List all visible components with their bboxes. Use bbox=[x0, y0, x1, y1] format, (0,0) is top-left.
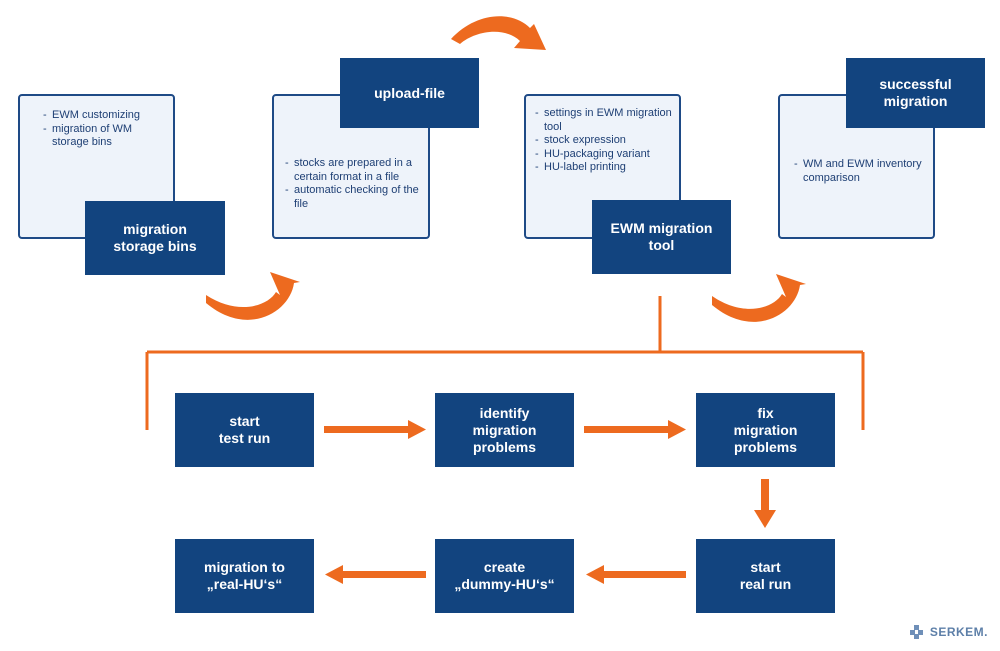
step-fix-problems: fix migration problems bbox=[696, 393, 835, 467]
process-bracket bbox=[145, 296, 865, 430]
step-identify-problems: identify migration problems bbox=[435, 393, 574, 467]
phase-notes-upload-file: stocks are prepared in a certain format … bbox=[285, 157, 425, 211]
note-item: automatic checking of the file bbox=[285, 184, 425, 211]
step-migration-real-hus: migration to „real-HU‘s“ bbox=[175, 539, 314, 613]
note-item: stock expression bbox=[535, 134, 677, 148]
note-item: HU-label printing bbox=[535, 161, 677, 175]
step-start-test-run: start test run bbox=[175, 393, 314, 467]
logo-icon bbox=[909, 625, 923, 639]
phase-title-upload-file: upload-file bbox=[340, 58, 479, 128]
phase-notes-storage-bins: EWM customizing migration of WM storage … bbox=[43, 109, 171, 150]
note-item: EWM customizing bbox=[43, 109, 171, 123]
curved-arrow-2 bbox=[451, 16, 546, 50]
serkem-logo: SERKEM. bbox=[909, 625, 988, 639]
arrow-identify-to-fix bbox=[584, 420, 686, 439]
arrow-test-to-identify bbox=[324, 420, 426, 439]
note-item: HU-packaging variant bbox=[535, 148, 677, 162]
note-item: migration of WM storage bins bbox=[43, 123, 171, 150]
phase-notes-successful: WM and EWM inventory comparison bbox=[794, 158, 932, 185]
note-item: settings in EWM migration tool bbox=[535, 107, 677, 134]
arrow-real-to-dummy bbox=[586, 565, 686, 584]
phase-title-successful: successful migration bbox=[846, 58, 985, 128]
note-item: WM and EWM inventory comparison bbox=[794, 158, 932, 185]
step-create-dummy-hus: create „dummy-HU‘s“ bbox=[435, 539, 574, 613]
phase-notes-ewm-tool: settings in EWM migration tool stock exp… bbox=[535, 107, 677, 175]
phase-title-ewm-tool: EWM migration tool bbox=[592, 200, 731, 274]
curved-arrow-3 bbox=[712, 274, 806, 322]
phase-title-storage-bins: migration storage bins bbox=[85, 201, 225, 275]
arrow-dummy-to-migration bbox=[325, 565, 426, 584]
logo-text: SERKEM. bbox=[929, 625, 988, 639]
note-item: stocks are prepared in a certain format … bbox=[285, 157, 425, 184]
curved-arrow-1 bbox=[206, 272, 300, 320]
arrow-fix-to-real bbox=[754, 479, 776, 528]
step-start-real-run: start real run bbox=[696, 539, 835, 613]
